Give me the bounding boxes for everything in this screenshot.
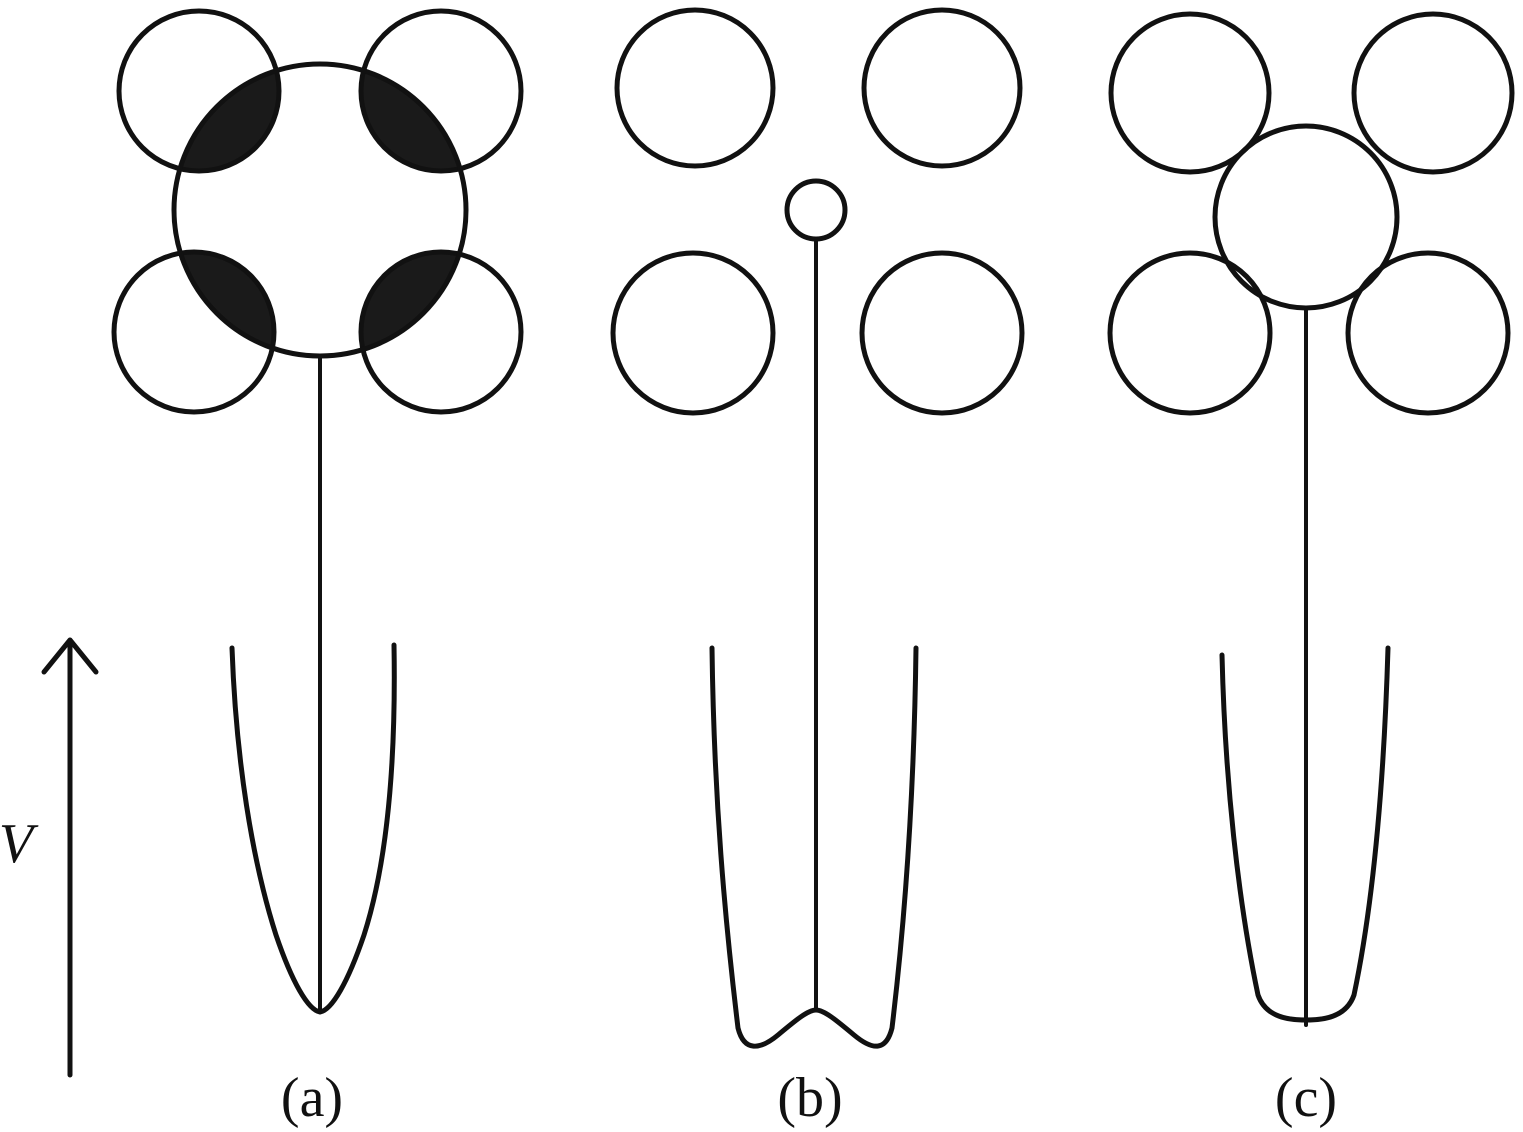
energy-axis: V bbox=[0, 637, 99, 1078]
neighbor-atom-top-right bbox=[1351, 11, 1515, 175]
neighbor-atom-bottom-right bbox=[859, 250, 1025, 416]
central-atom-small bbox=[784, 178, 848, 242]
panel-b bbox=[610, 7, 1025, 1049]
potential-well-a bbox=[229, 642, 397, 1015]
axis-label: V bbox=[0, 813, 39, 875]
central-atom-medium bbox=[1212, 123, 1400, 311]
neighbor-atom-bottom-left bbox=[1107, 250, 1273, 416]
neighbor-atom-bottom-right bbox=[358, 249, 524, 415]
potential-well-b bbox=[709, 645, 919, 1049]
neighbor-atom-top-right bbox=[861, 7, 1023, 169]
neighbor-atom-top-right bbox=[358, 8, 524, 174]
neighbor-atom-bottom-left bbox=[610, 250, 776, 416]
panel-label-b: (b) bbox=[777, 1067, 842, 1129]
neighbor-atom-bottom-right bbox=[1345, 250, 1511, 416]
neighbor-atom-top-left bbox=[614, 7, 776, 169]
potential-well-c bbox=[1219, 645, 1391, 1023]
neighbor-atom-bottom-left bbox=[111, 249, 277, 415]
panel-a bbox=[111, 8, 524, 1015]
neighbor-atom-top-left bbox=[116, 8, 282, 174]
panel-label-a: (a) bbox=[281, 1067, 343, 1129]
neighbor-atom-top-left bbox=[1108, 11, 1272, 175]
central-atom-large bbox=[171, 61, 469, 359]
axis-arrowhead bbox=[41, 637, 99, 675]
panel-label-c: (c) bbox=[1275, 1067, 1337, 1129]
panel-c bbox=[1107, 11, 1515, 1027]
